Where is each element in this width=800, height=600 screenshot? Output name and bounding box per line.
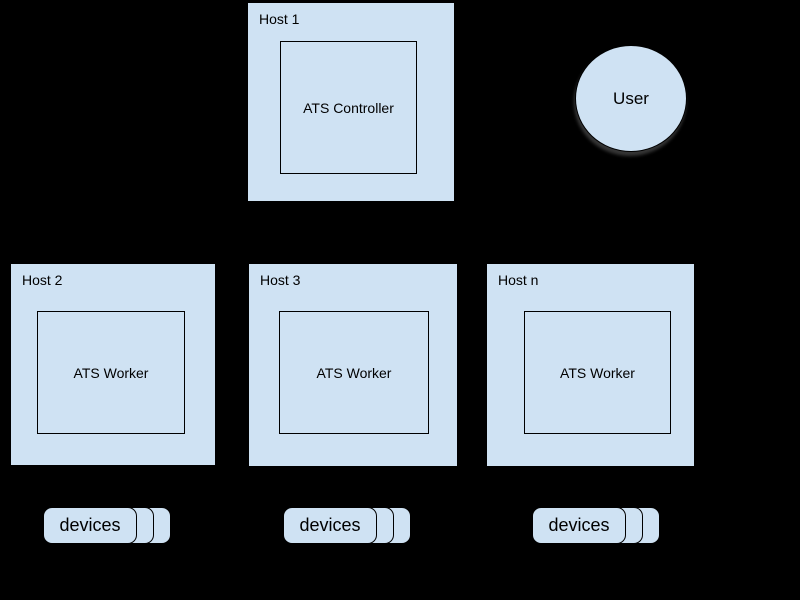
host-n-label: Host n [498, 272, 539, 288]
host-1-box: Host 1 ATS Controller [247, 2, 455, 202]
devices-label: devices [299, 515, 361, 535]
ats-worker-box-1: ATS Worker [37, 311, 185, 434]
devices-label: devices [548, 515, 610, 535]
devices-stack-2: devices [283, 507, 412, 544]
host-3-box: Host 3 ATS Worker [248, 263, 458, 467]
ats-controller-label: ATS Controller [303, 99, 394, 116]
ats-worker-label: ATS Worker [316, 364, 392, 381]
host-3-label: Host 3 [260, 272, 301, 288]
devices-stack-3: devices [532, 507, 661, 544]
devices-stack-1: devices [43, 507, 172, 544]
user-label: User [613, 88, 649, 108]
host-n-box: Host n ATS Worker [486, 263, 695, 467]
user-circle: User [575, 45, 687, 152]
ats-worker-label: ATS Worker [73, 364, 149, 381]
host-1-label: Host 1 [259, 11, 300, 27]
host-2-box: Host 2 ATS Worker [10, 263, 216, 466]
host-2-label: Host 2 [22, 272, 63, 288]
ats-worker-box-3: ATS Worker [524, 311, 671, 434]
devices-card-front: devices [283, 507, 377, 544]
ats-controller-box: ATS Controller [280, 41, 417, 174]
devices-card-front: devices [43, 507, 137, 544]
ats-worker-label: ATS Worker [560, 364, 635, 381]
ats-worker-box-2: ATS Worker [279, 311, 429, 434]
devices-label: devices [59, 515, 121, 535]
devices-card-front: devices [532, 507, 626, 544]
